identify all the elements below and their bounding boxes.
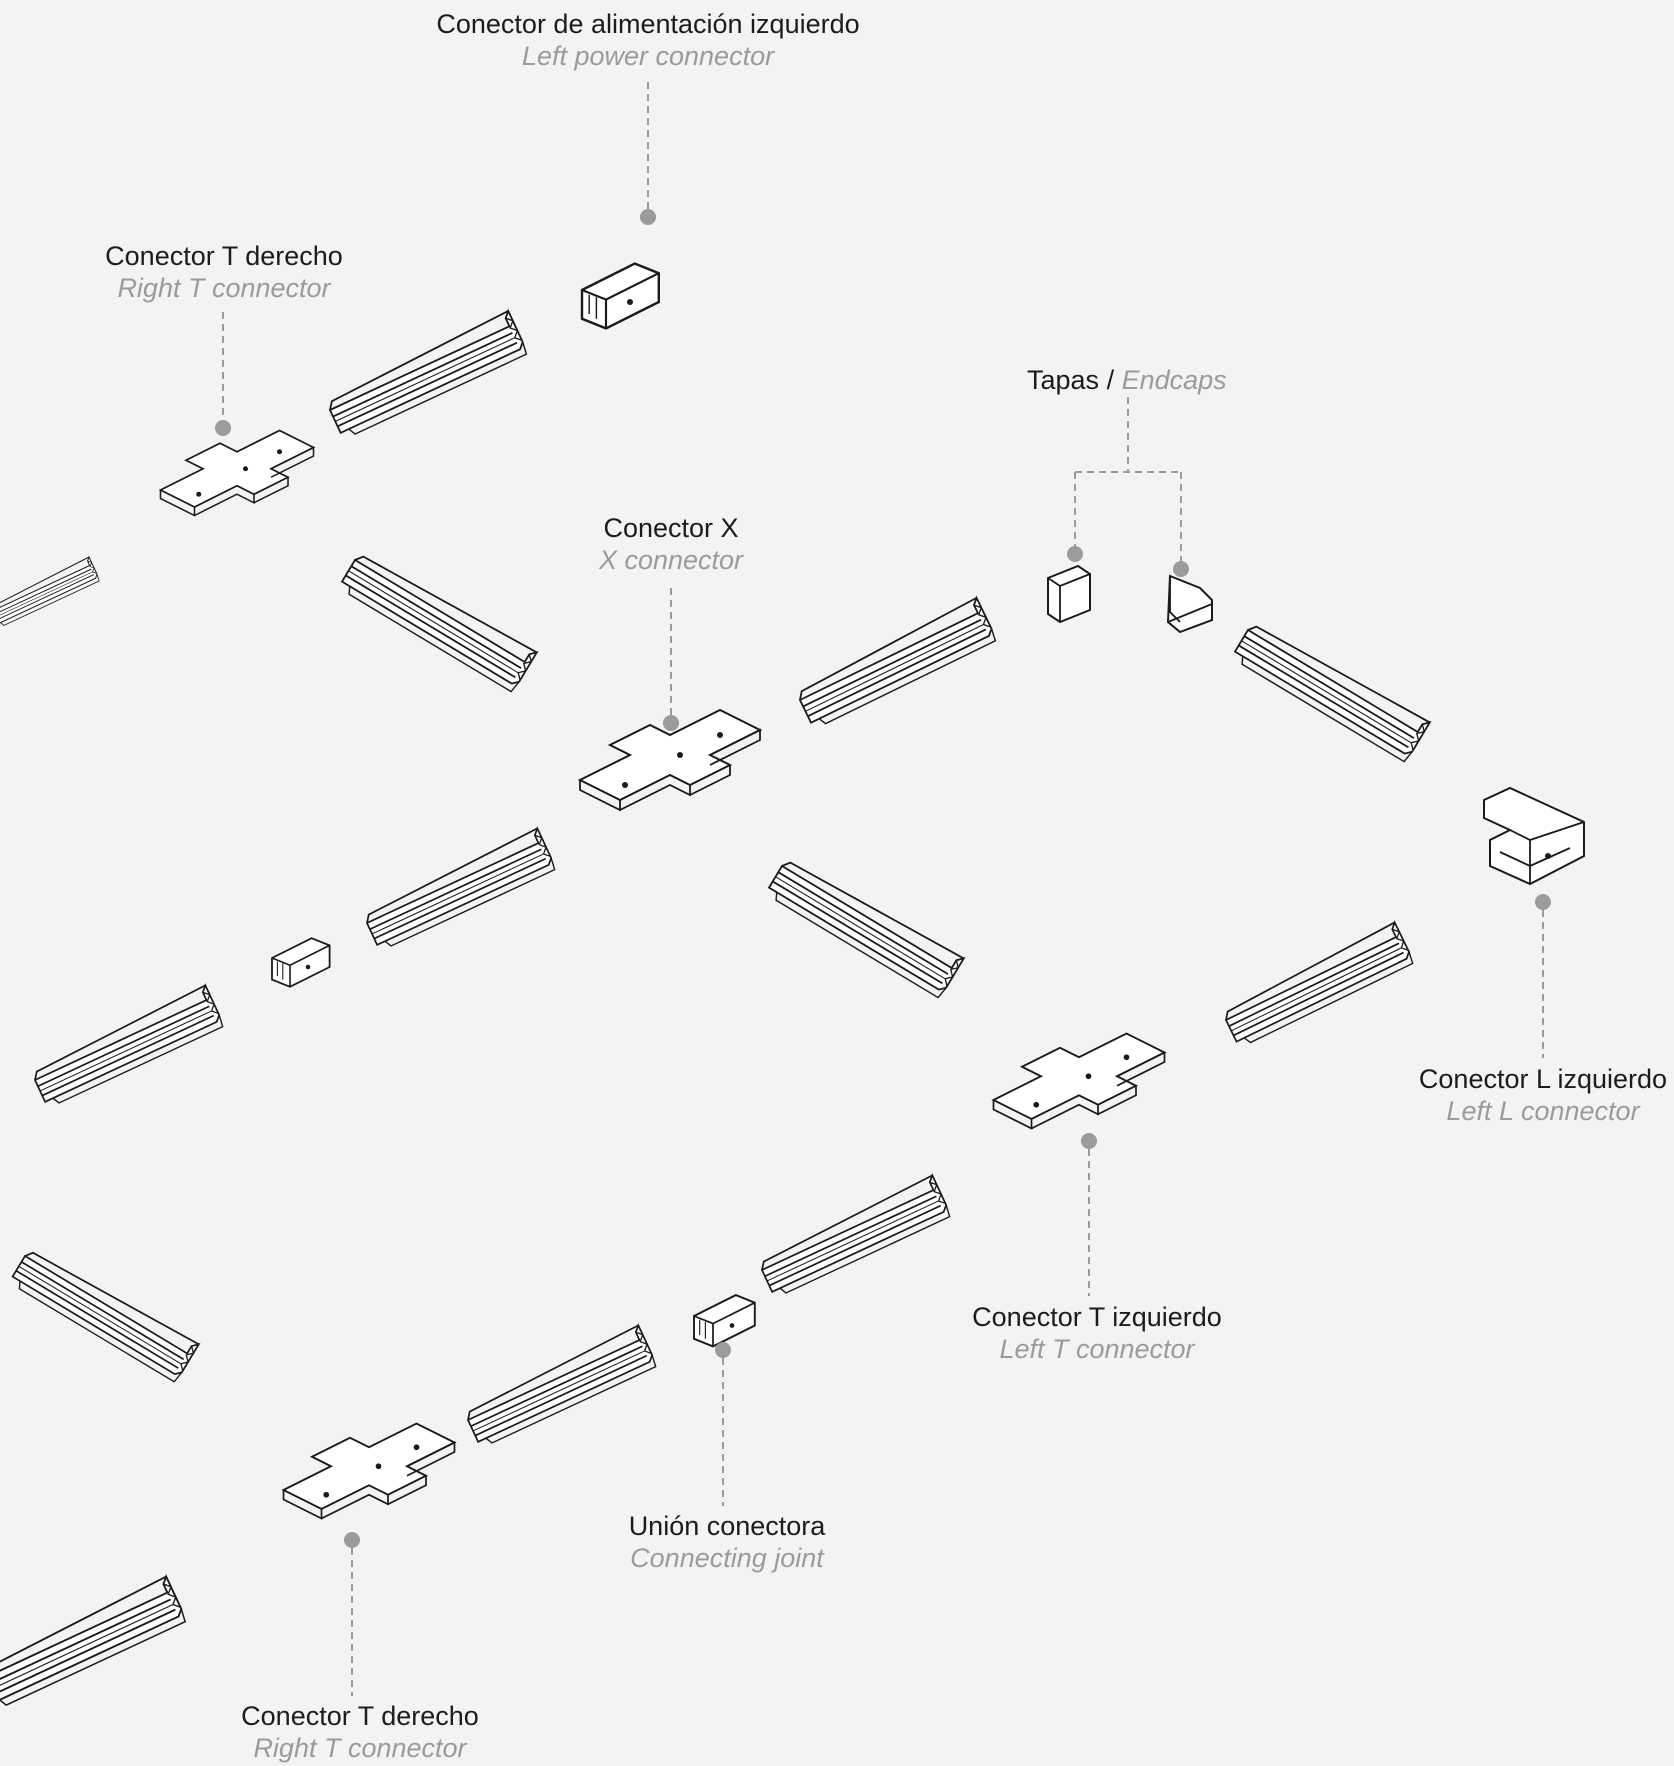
label-en: Right T connector bbox=[117, 273, 331, 304]
rail-segment bbox=[0, 1575, 188, 1712]
leader-dot bbox=[663, 715, 679, 731]
rail-segment bbox=[0, 556, 101, 629]
label-es: Conector L izquierdo bbox=[1418, 1064, 1668, 1094]
leader-t-right-top bbox=[215, 312, 231, 436]
t-connector-right-top-part bbox=[159, 429, 315, 517]
rail-segment bbox=[1230, 616, 1431, 764]
rail-segment bbox=[337, 546, 538, 694]
leader-endcaps bbox=[1067, 397, 1189, 577]
label-en: Right T connector bbox=[253, 1733, 467, 1764]
l-connector-left-part bbox=[1483, 786, 1585, 886]
joint-connector-part bbox=[693, 1294, 756, 1348]
leader-t-right-bottom bbox=[344, 1532, 360, 1696]
rail-segment bbox=[28, 984, 226, 1109]
rail-segment bbox=[792, 596, 998, 731]
leader-l-left bbox=[1535, 894, 1551, 1058]
label-t-right-bottom: Conector T derecho Right T connector bbox=[210, 1700, 510, 1765]
endcap-right-part bbox=[1166, 574, 1213, 634]
joint-connector-mid-part bbox=[271, 937, 331, 988]
label-l-left: Conector L izquierdo Left L connector bbox=[1393, 1063, 1674, 1128]
leader-joint bbox=[715, 1342, 731, 1506]
leader-dot bbox=[344, 1532, 360, 1548]
leader-dot bbox=[215, 420, 231, 436]
leader-dot bbox=[715, 1342, 731, 1358]
endcap-left-part bbox=[1047, 564, 1091, 624]
label-es: Conector X bbox=[603, 513, 739, 543]
rail-segment bbox=[323, 310, 529, 441]
leader-dot bbox=[1535, 894, 1551, 910]
rail-segment bbox=[8, 1243, 200, 1384]
label-es: Conector T derecho bbox=[241, 1701, 479, 1731]
label-separator: / bbox=[1106, 365, 1122, 395]
t-connector-left-part bbox=[992, 1032, 1166, 1130]
rail-segment bbox=[1219, 921, 1416, 1049]
label-en: Connecting joint bbox=[630, 1543, 824, 1574]
label-en: Left T connector bbox=[999, 1334, 1195, 1365]
label-es: Unión conectora bbox=[628, 1511, 826, 1541]
label-x-connector: Conector X X connector bbox=[521, 512, 821, 577]
rail-segment bbox=[755, 1174, 953, 1299]
label-en: Left power connector bbox=[521, 41, 775, 72]
label-es: Conector T derecho bbox=[105, 241, 343, 271]
power-connector-part bbox=[580, 262, 660, 330]
label-es: Conector de alimentación izquierdo bbox=[436, 9, 860, 39]
leader-x-connector bbox=[663, 588, 679, 731]
t-connector-right-bottom-part bbox=[282, 1422, 456, 1520]
rail-segment bbox=[360, 827, 558, 952]
label-en: Left L connector bbox=[1446, 1096, 1640, 1127]
leader-dot bbox=[1081, 1133, 1097, 1149]
leader-dot bbox=[1067, 546, 1083, 562]
label-en: Endcaps bbox=[1121, 365, 1227, 395]
label-es: Conector T izquierdo bbox=[972, 1302, 1222, 1332]
leader-power-left bbox=[640, 82, 656, 225]
rail-segment bbox=[764, 852, 965, 1000]
label-power-left: Conector de alimentación izquierdo Left … bbox=[398, 8, 898, 73]
label-endcaps: Tapas / Endcaps bbox=[1027, 364, 1227, 396]
label-t-right-top: Conector T derecho Right T connector bbox=[74, 240, 374, 305]
rail-segment bbox=[461, 1324, 659, 1449]
label-joint: Unión conectora Connecting joint bbox=[577, 1510, 877, 1575]
leader-t-left bbox=[1081, 1133, 1097, 1296]
label-en: X connector bbox=[598, 545, 744, 576]
label-t-left: Conector T izquierdo Left T connector bbox=[947, 1301, 1247, 1366]
label-es: Tapas bbox=[1027, 365, 1100, 395]
leader-dot bbox=[640, 209, 656, 225]
leader-dot bbox=[1173, 561, 1189, 577]
